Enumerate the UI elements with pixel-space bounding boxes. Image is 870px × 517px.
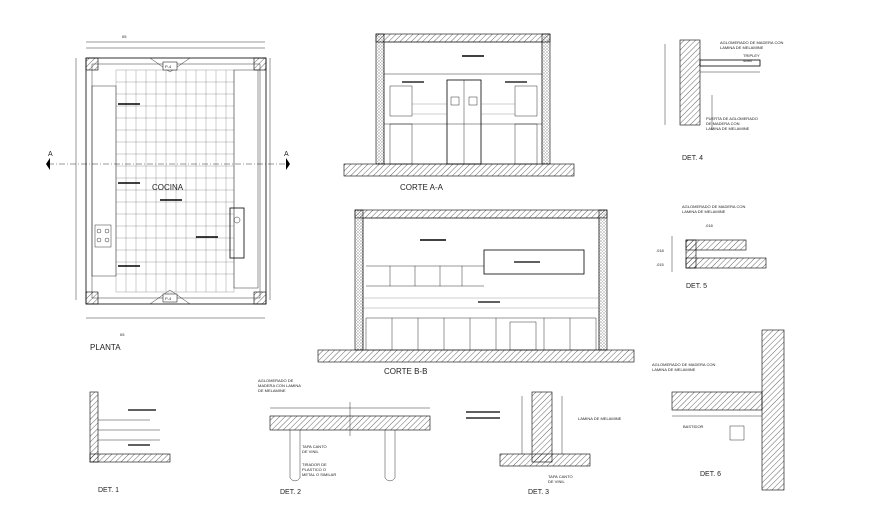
d6-note-3: BASTIDOR bbox=[683, 424, 704, 429]
detail-4: AGLOMERADO DE MADERA CON LAMINA DE MELAM… bbox=[664, 39, 783, 162]
axis-mark-left: A bbox=[48, 151, 53, 158]
d2-note-1: AGLOMERADO DE bbox=[258, 378, 294, 383]
detail-4-title: DET. 4 bbox=[682, 155, 703, 162]
section-bb-title: CORTE B-B bbox=[384, 367, 427, 376]
d3-note-3: DE VINIL bbox=[548, 479, 565, 484]
d5-dim-1: .018 bbox=[705, 223, 714, 228]
d5-note-2: LAMINA DE MELAMINE bbox=[682, 209, 726, 214]
svg-text:II5: II5 bbox=[122, 34, 127, 39]
section-aa-title: CORTE A-A bbox=[400, 183, 444, 192]
plan-title: PLANTA bbox=[90, 343, 121, 352]
d4-note-5: PUERTA DE AGLOMERADO bbox=[706, 116, 758, 121]
d2-note-7: PLASTICO O bbox=[302, 467, 326, 472]
left-counter bbox=[91, 85, 117, 277]
section-bb: CORTE B-B bbox=[317, 209, 635, 376]
detail-6: AGLOMERADO DE MADERA CON LAMINA DE MELAM… bbox=[652, 329, 785, 491]
d6-note-2: LAMINA DE MELAMINE bbox=[652, 367, 696, 372]
d4-note-2: LAMINA DE MELAMINE bbox=[720, 45, 764, 50]
d5-dim-3: .015 bbox=[656, 262, 665, 267]
section-aa: CORTE A-A bbox=[343, 33, 575, 192]
plan-view: II5 II5 bbox=[46, 34, 290, 352]
d4-note-1: AGLOMERADO DE MADERA CON bbox=[720, 40, 783, 45]
d4-note-7: LAMINA DE MELAMINE bbox=[706, 126, 750, 131]
axis-mark-right: A bbox=[284, 151, 289, 158]
stove bbox=[94, 224, 112, 248]
d2-note-8: METAL O SIMILAR bbox=[302, 472, 336, 477]
detail-1: DET. 1 bbox=[89, 391, 171, 494]
detail-5-title: DET. 5 bbox=[686, 283, 707, 290]
door-tag-bottom: P-4 bbox=[165, 296, 172, 301]
d2-note-5: DE VINIL bbox=[302, 449, 319, 454]
detail-3: LAMINA DE MELAMINE TAPA CANTO DE VINIL D… bbox=[466, 391, 622, 496]
detail-2: AGLOMERADO DE MADERA CON LAMINA DE MELAM… bbox=[258, 378, 431, 496]
room-label: COCINA bbox=[152, 183, 184, 192]
d2-note-4: TAPA CANTO bbox=[302, 444, 327, 449]
d2-note-2: MADERA CON LAMINA bbox=[258, 383, 301, 388]
d6-note-1: AGLOMERADO DE MADERA CON bbox=[652, 362, 715, 367]
sink bbox=[229, 207, 245, 259]
d2-note-3: DE MELAMINE bbox=[258, 388, 286, 393]
right-counter bbox=[233, 69, 259, 289]
detail-1-title: DET. 1 bbox=[98, 487, 119, 494]
window bbox=[483, 249, 585, 275]
d2-note-6: TIRADOR DE bbox=[302, 462, 327, 467]
d4-note-6: DE MADERA CON bbox=[706, 121, 740, 126]
d3-note-2: TAPA CANTO bbox=[548, 474, 573, 479]
d5-dim-2: .018 bbox=[656, 248, 665, 253]
detail-3-title: DET. 3 bbox=[528, 489, 549, 496]
d3-note-1: LAMINA DE MELAMINE bbox=[578, 416, 622, 421]
floor-tile-grid bbox=[115, 69, 235, 293]
detail-2-title: DET. 2 bbox=[280, 489, 301, 496]
svg-text:II5: II5 bbox=[120, 332, 125, 337]
d4-note-4: 4MM bbox=[743, 58, 752, 63]
detail-6-title: DET. 6 bbox=[700, 471, 721, 478]
d5-note-1: AGLOMERADO DE MADERA CON bbox=[682, 204, 745, 209]
door-tag-top: P-4 bbox=[165, 64, 172, 69]
d4-note-3: TRIPLEY bbox=[743, 53, 760, 58]
detail-5: AGLOMERADO DE MADERA CON LAMINA DE MELAM… bbox=[656, 204, 767, 290]
